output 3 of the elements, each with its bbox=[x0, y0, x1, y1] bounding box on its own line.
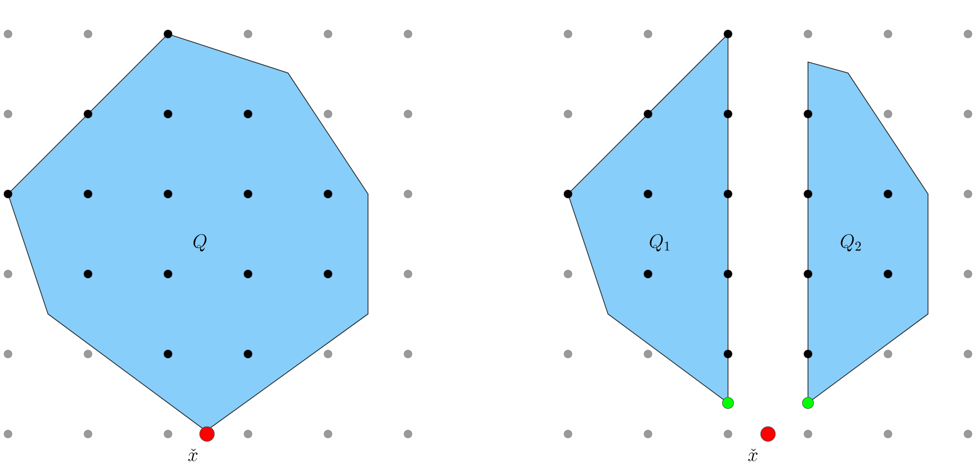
point-label: $\check{x}$ bbox=[188, 448, 198, 462]
point-label: $\check{x}$ bbox=[748, 448, 758, 462]
polygon: $Q$ bbox=[8, 34, 368, 432]
